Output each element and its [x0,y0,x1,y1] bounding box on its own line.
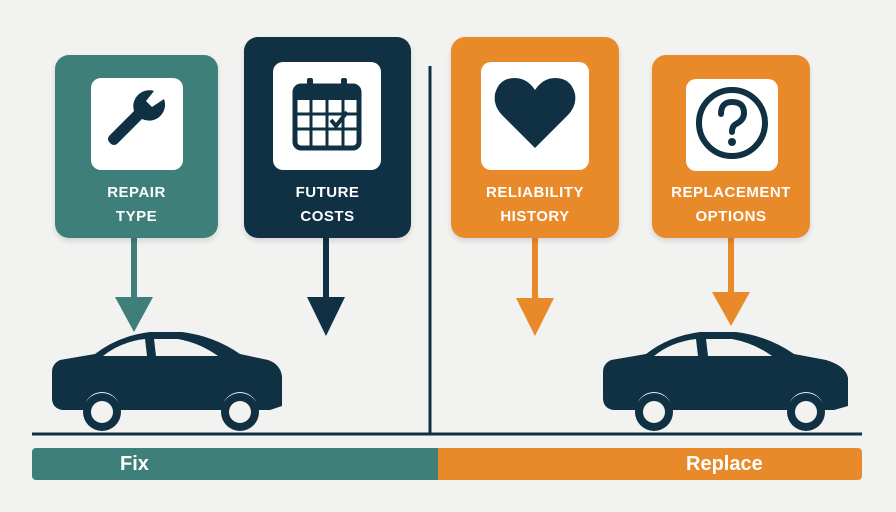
arrow-replacement-options [712,238,750,326]
card-repair-type: Repair Type [55,55,218,238]
icon-tile [273,62,381,170]
car-icon-left [52,332,282,431]
replace-bar: Replace [438,448,862,480]
card-label-line2: Type [115,208,158,225]
icon-tile [481,62,589,170]
fix-bar: Fix [32,448,438,480]
replace-label: Replace [686,452,763,475]
icon-tile [686,79,778,171]
card-reliability-history: Reliability History [451,37,619,238]
card-label-line2: Costs [300,208,355,225]
arrow-repair-type [115,238,153,332]
card-future-costs: Future Costs [244,37,411,238]
card-label-line2: Options [695,208,767,225]
arrow-reliability-history [516,238,554,336]
card-label: Repair Type [55,181,218,229]
calendar-icon [287,74,367,159]
question-mark-icon [693,84,771,167]
card-label: Replacement Options [652,181,810,229]
card-label: Reliability History [451,181,619,229]
arrow-future-costs [307,238,345,336]
fix-label: Fix [120,452,149,475]
card-label-line2: History [500,208,570,225]
heart-icon [493,76,577,157]
card-label-line1: Reliability [486,184,584,201]
wrench-icon [102,87,172,162]
car-icon-right [603,332,848,431]
card-replacement-options: Replacement Options [652,55,810,238]
card-label-line1: Future [295,184,360,201]
card-label-line1: Replacement [671,184,791,201]
card-label-line1: Repair [107,184,166,201]
icon-tile [91,78,183,170]
card-label: Future Costs [244,181,411,229]
